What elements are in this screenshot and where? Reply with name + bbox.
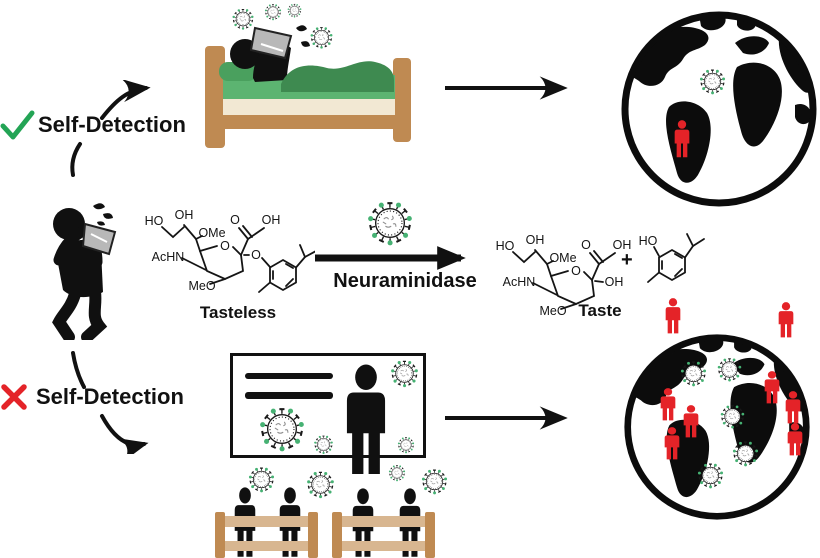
sneeze-droplet [301, 41, 310, 47]
product-structure: HO OH OMe AcHN MeO O O OH OH [493, 224, 633, 319]
infected-person-icon [785, 423, 805, 456]
atom-label: OH [526, 233, 545, 247]
curved-arrow-to-bed [98, 80, 172, 122]
atom-label: AcHN [152, 250, 185, 264]
atom-label: OH [262, 213, 281, 227]
globe-icon [619, 9, 819, 209]
virus-icon [230, 6, 256, 32]
atom-label: OMe [198, 226, 225, 240]
product-name-label: Taste [578, 301, 622, 320]
bench-icon [332, 512, 435, 558]
virus-icon [419, 466, 450, 497]
dashed-connector-bottom [68, 350, 88, 390]
dashed-connector-top [66, 141, 86, 179]
atom-label: MeO [539, 304, 566, 318]
virus-icon [312, 433, 335, 456]
atom-label: MeO [188, 279, 215, 293]
blanket [281, 61, 394, 92]
infected-person-icon [783, 391, 803, 424]
infected-person-icon [776, 302, 796, 338]
curved-arrow-to-classroom [98, 412, 172, 454]
atom-label: OH [605, 275, 624, 289]
enzyme-label: Neuraminidase [333, 270, 477, 292]
virus-icon [678, 358, 709, 389]
atom-label: O [220, 239, 230, 253]
virus-icon [388, 357, 421, 390]
virus-icon [396, 435, 416, 455]
arrow-classroom-to-globe [443, 404, 603, 432]
infected-person-icon [681, 405, 701, 438]
sneeze-droplet [103, 213, 113, 219]
virus-icon [697, 66, 728, 97]
atom-label: HO [496, 239, 515, 253]
sneeze-droplet [296, 25, 307, 32]
atom-label: HO [639, 234, 658, 248]
substrate-name-label: Tasteless [199, 303, 277, 322]
atom-label: OMe [549, 251, 576, 265]
atom-label: OH [613, 238, 632, 252]
virus-icon [730, 438, 761, 469]
virus-icon [263, 2, 283, 22]
virus-icon [286, 2, 303, 19]
x-icon [0, 383, 28, 411]
sneeze-droplet [97, 221, 105, 226]
sneezing-person-icon [45, 198, 135, 340]
atom-label: OH [175, 208, 194, 222]
virus-icon [363, 196, 417, 250]
bench-icon [215, 512, 318, 558]
arrow-bed-to-globe [443, 74, 603, 102]
self-detection-positive-label: Self-Detection [38, 112, 186, 137]
atom-label: O [251, 248, 261, 262]
infected-person-icon [658, 388, 678, 421]
presenter-person-icon [340, 364, 392, 476]
infected-person-icon [663, 298, 683, 334]
sneeze-droplet [93, 203, 105, 210]
bed-icon [195, 0, 420, 165]
virus-icon [387, 463, 407, 483]
infected-person-icon [662, 427, 682, 460]
virus-icon [718, 402, 747, 431]
infected-person-icon [672, 120, 692, 158]
atom-label: O [571, 264, 581, 278]
virus-icon [695, 460, 726, 491]
virus-icon [715, 355, 744, 384]
board-text-line [245, 392, 333, 399]
board-text-line [245, 373, 333, 379]
virus-icon [304, 468, 337, 501]
atom-label: O [581, 238, 591, 252]
substrate-structure: HO OH OMe AcHN MeO O O OH O [140, 195, 315, 310]
check-icon [0, 108, 36, 142]
virus-icon [308, 24, 335, 51]
atom-label: O [230, 213, 240, 227]
atom-label: HO [145, 214, 164, 228]
globe-icon [622, 332, 812, 522]
aglycone-structure: HO [636, 220, 706, 298]
reaction-arrow [313, 240, 498, 276]
virus-icon [255, 402, 309, 456]
self-detection-negative-label: Self-Detection [36, 384, 184, 409]
plus-sign: + [621, 249, 633, 271]
atom-label: AcHN [503, 275, 536, 289]
infected-person-icon [762, 371, 782, 404]
virus-icon [246, 464, 277, 495]
